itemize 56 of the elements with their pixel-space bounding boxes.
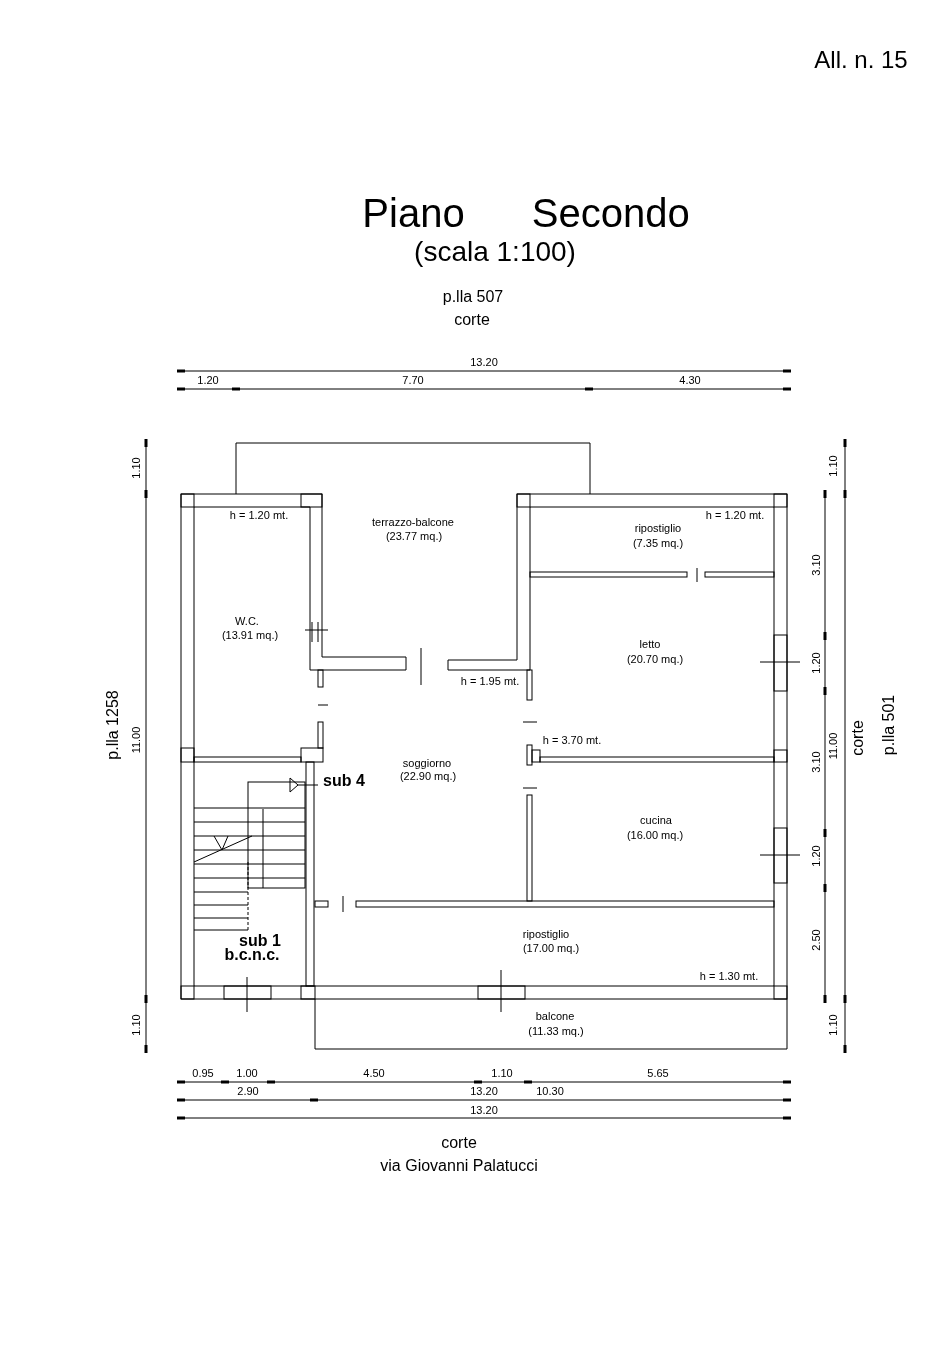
room-area: (16.00 mq.): [626, 828, 684, 842]
height-note: h = 1.20 mt.: [705, 508, 765, 522]
parcel-label: p.lla 507: [442, 288, 504, 306]
height-note: h = 1.30 mt.: [699, 969, 759, 983]
room-area: (11.33 mq.): [528, 1024, 584, 1038]
room-name: balcone: [535, 1009, 575, 1023]
dimension-value: 13.20: [470, 355, 498, 369]
parcel-label: p.lla 1258: [104, 690, 122, 760]
room-area: (17.00 mq.): [522, 941, 580, 955]
room-area: (7.35 mq.): [632, 536, 684, 550]
dimension-value: 5.65: [647, 1066, 669, 1080]
height-note: h = 1.95 mt.: [460, 674, 520, 688]
dimension-value: 1.10: [129, 1014, 143, 1036]
annex-number: All. n. 15: [814, 46, 908, 74]
room-area: (13.91 mq.): [221, 628, 279, 642]
dimension-value: 1.20: [197, 373, 219, 387]
scale-note: (scala 1:100): [414, 236, 576, 268]
dimension-value: 0.95: [192, 1066, 214, 1080]
boundary-label: corte: [849, 720, 867, 756]
dimension-value: 2.90: [237, 1084, 259, 1098]
height-note: h = 1.20 mt.: [229, 508, 289, 522]
height-note: h = 3.70 mt.: [542, 733, 602, 747]
room-area: (23.77 mq.): [385, 529, 443, 543]
boundary-label: corte: [454, 311, 490, 329]
plan-title: Piano Secondo: [362, 190, 690, 236]
boundary-label: corte: [441, 1134, 477, 1152]
dimension-value: 11.00: [826, 732, 840, 760]
street-name: via Giovanni Palatucci: [380, 1157, 538, 1175]
dimension-value: 1.10: [129, 457, 143, 479]
dimension-value: 1.10: [491, 1066, 513, 1080]
unit-label: sub 4: [323, 772, 365, 790]
room-name: W.C.: [235, 614, 259, 628]
dimension-value: 4.50: [363, 1066, 385, 1080]
room-name: terrazzo-balcone: [372, 515, 454, 529]
dimension-value: 2.50: [809, 929, 823, 951]
dimension-value: 1.20: [809, 652, 823, 674]
room-name: cucina: [640, 813, 672, 827]
room-name: soggiorno: [402, 756, 452, 770]
room-name: ripostiglio: [634, 521, 682, 535]
dimension-value: 13.20: [470, 1103, 498, 1117]
room-area: (20.70 mq.): [626, 652, 684, 666]
dimension-value: 4.30: [679, 373, 701, 387]
room-area: (22.90 mq.): [399, 769, 457, 783]
room-name: ripostiglio: [522, 927, 570, 941]
dimension-value: 11.00: [129, 726, 143, 754]
dimension-value: 13.20: [470, 1084, 498, 1098]
parcel-label: p.lla 501: [880, 694, 898, 756]
room-name: letto: [639, 637, 661, 651]
dimension-value: 7.70: [402, 373, 424, 387]
dimension-value: 1.10: [826, 455, 840, 477]
dimension-value: 10.30: [536, 1084, 564, 1098]
dimension-value: 1.00: [236, 1066, 258, 1080]
dimension-value: 1.10: [826, 1014, 840, 1036]
dimension-value: 1.20: [809, 845, 823, 867]
dimension-value: 3.10: [809, 751, 823, 773]
dimension-value: 3.10: [809, 554, 823, 576]
